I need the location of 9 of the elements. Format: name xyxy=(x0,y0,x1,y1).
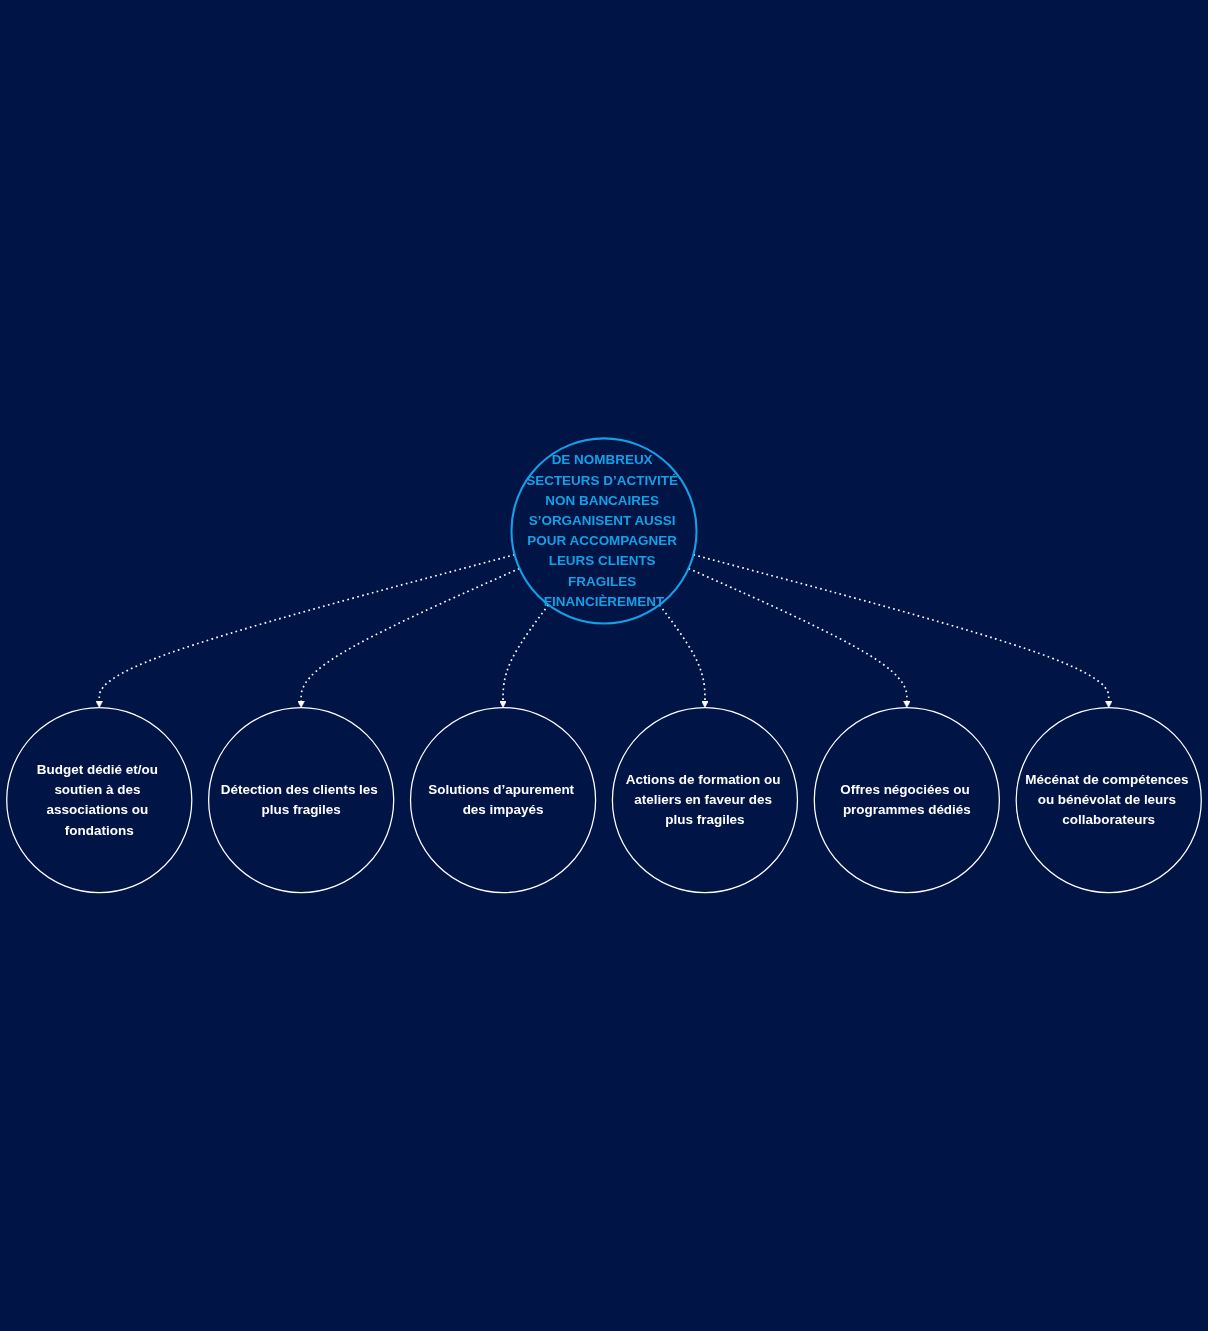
node-circle: DE NOMBREUX SECTEURS D’ACTIVITÉ NON BANCAIRES S’ORGANISENT AUSSI POUR ACCOMPAGNER LEURS CLIENTS FRAGILES FINANCIÈREMENT xyxy=(510,437,698,625)
node-circle: Offres négociées ou programmes dédiés xyxy=(813,706,1000,894)
node-circle: Solutions d’apurement des impayés xyxy=(409,706,597,894)
node-circle: Actions de formation ou ateliers en faveur des plus fragiles xyxy=(611,706,799,894)
node-circle: Budget dédié et/ou soutien à des associations ou fondations xyxy=(6,706,193,894)
node-circle: Mécénat de compétences ou bénévolat de leurs collaborateurs xyxy=(1015,706,1202,894)
arrow xyxy=(297,567,521,708)
arrow xyxy=(499,604,550,708)
node-circle: Détection des clients les plus fragiles xyxy=(208,706,395,894)
